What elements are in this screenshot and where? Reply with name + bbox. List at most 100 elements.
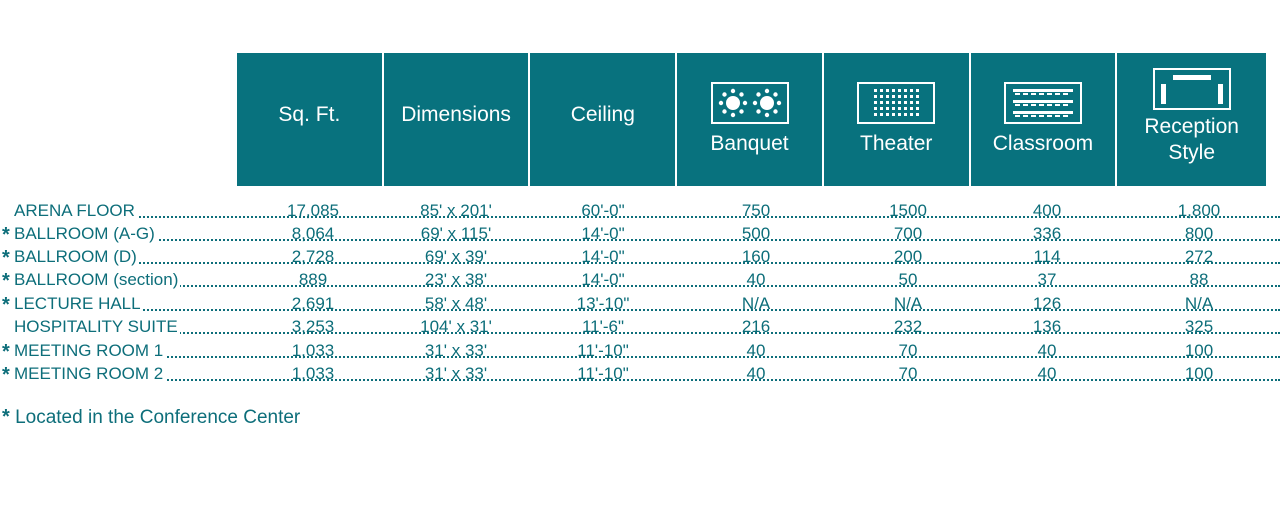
conference-center-asterisk: * bbox=[2, 270, 10, 292]
cell-value: 216 bbox=[741, 317, 771, 336]
header-banquet: Banquet bbox=[677, 53, 822, 186]
header-label: Theater bbox=[860, 131, 933, 155]
cell-value: 70 bbox=[898, 341, 918, 360]
room-name: ARENA FLOOR bbox=[14, 201, 137, 221]
header-label: Sq. Ft. bbox=[278, 102, 341, 126]
cell-value: 114 bbox=[1033, 247, 1061, 266]
cell-value: 40 bbox=[746, 270, 766, 289]
room-name: BALLROOM (section) bbox=[14, 270, 181, 290]
cell-value: 14'-0" bbox=[581, 224, 625, 243]
cell-value: 40 bbox=[1037, 341, 1057, 360]
cell-value: 700 bbox=[893, 224, 923, 243]
footnote: * Located in the Conference Center bbox=[2, 406, 300, 429]
cell-value: 11'-10" bbox=[577, 341, 629, 360]
cell-value: 1,033 bbox=[291, 364, 335, 383]
room-name: MEETING ROOM 2 bbox=[14, 364, 166, 384]
footnote-text: Located in the Conference Center bbox=[15, 407, 301, 428]
header-label: Reception Style bbox=[1144, 114, 1239, 164]
cell-value: 2,728 bbox=[291, 247, 335, 266]
cell-value: 88 bbox=[1189, 270, 1209, 289]
cell-value: 14'-0" bbox=[581, 247, 625, 266]
cell-value: 400 bbox=[1032, 201, 1062, 220]
cell-value: 136 bbox=[1032, 317, 1062, 336]
cell-value: 31' x 33' bbox=[424, 341, 488, 360]
table-row: *MEETING ROOM 2 1,033 31' x 33' 11'-10" 40 70… bbox=[0, 358, 1280, 386]
theater-seating-icon bbox=[857, 81, 936, 124]
table-row: ARENA FLOOR 17,085 85' x 201' 60'-0" 750 1500… bbox=[0, 195, 1280, 221]
header-ceiling: Ceiling bbox=[530, 53, 676, 186]
cell-value: 1,033 bbox=[291, 341, 335, 360]
cell-value: 8,064 bbox=[291, 224, 335, 243]
conference-center-asterisk: * bbox=[2, 341, 10, 363]
dotted-leader bbox=[128, 239, 1280, 241]
dotted-leader bbox=[128, 285, 1280, 287]
table-row: HOSPITALITY SUITE 3,253 104' x 31' 11'-6" 21… bbox=[0, 311, 1280, 337]
dotted-leader bbox=[128, 216, 1280, 218]
cell-value: 336 bbox=[1032, 224, 1062, 243]
cell-value: 17,085 bbox=[287, 201, 339, 220]
table-row: *BALLROOM (D) 2,728 69' x 39' 14'-0" 160 200 1… bbox=[0, 241, 1280, 269]
cell-value: 100 bbox=[1184, 341, 1214, 360]
cell-value: 50 bbox=[898, 270, 918, 289]
cell-value: 85' x 201' bbox=[420, 201, 492, 220]
header-classroom: Classroom bbox=[970, 53, 1116, 186]
table-row: *BALLROOM (A-G) 8,064 69' x 115' 14'-0" 500 7… bbox=[0, 218, 1280, 246]
dotted-leader bbox=[128, 309, 1280, 311]
header-sqft: Sq. Ft. bbox=[237, 53, 382, 186]
cell-value: 23' x 38' bbox=[424, 270, 488, 289]
cell-value: 500 bbox=[741, 224, 771, 243]
footnote-asterisk: * bbox=[2, 406, 10, 428]
cell-value: 126 bbox=[1032, 294, 1062, 313]
dotted-leader bbox=[128, 332, 1280, 334]
cell-value: 13'-10" bbox=[576, 294, 630, 313]
cell-value: 69' x 39' bbox=[424, 247, 488, 266]
header-dimensions: Dimensions bbox=[383, 53, 529, 186]
header-label: Dimensions bbox=[401, 102, 511, 126]
cell-value: N/A bbox=[893, 294, 923, 313]
conference-center-asterisk: * bbox=[2, 364, 10, 386]
cell-value: 800 bbox=[1184, 224, 1214, 243]
cell-value: 1500 bbox=[889, 201, 927, 220]
conference-center-asterisk: * bbox=[2, 224, 10, 246]
cell-value: 60'-0" bbox=[581, 201, 625, 220]
cell-value: 70 bbox=[898, 364, 918, 383]
dotted-leader bbox=[128, 356, 1280, 358]
cell-value: 40 bbox=[1037, 364, 1057, 383]
cell-value: 232 bbox=[893, 317, 923, 336]
cell-value: 14'-0" bbox=[581, 270, 625, 289]
conference-center-asterisk: * bbox=[2, 294, 10, 316]
classroom-tables-icon bbox=[1003, 81, 1082, 124]
cell-value: 272 bbox=[1184, 247, 1214, 266]
cell-value: 100 bbox=[1184, 364, 1214, 383]
round-tables-icon bbox=[710, 81, 789, 124]
cell-value: 160 bbox=[741, 247, 771, 266]
table-header: Sq. Ft. Dimensions Ceiling Banquet bbox=[237, 53, 1267, 186]
cell-value: 40 bbox=[746, 364, 766, 383]
cell-value: 69' x 115' bbox=[420, 224, 492, 243]
cell-value: 3,253 bbox=[291, 317, 335, 336]
room-name: BALLROOM (A-G) bbox=[14, 224, 157, 244]
cell-value: 37 bbox=[1037, 270, 1057, 289]
room-name: MEETING ROOM 1 bbox=[14, 341, 166, 361]
dotted-leader bbox=[128, 262, 1280, 264]
cell-value: 31' x 33' bbox=[424, 364, 488, 383]
room-name: HOSPITALITY SUITE bbox=[14, 317, 180, 337]
room-name: BALLROOM (D) bbox=[14, 247, 139, 267]
cell-value: 11'-6" bbox=[581, 317, 625, 336]
cell-value: 750 bbox=[741, 201, 771, 220]
cell-value: 2,691 bbox=[291, 294, 335, 313]
conference-center-asterisk: * bbox=[2, 247, 10, 269]
table-row: *MEETING ROOM 1 1,033 31' x 33' 11'-10" 40 70… bbox=[0, 335, 1280, 363]
header-theater: Theater bbox=[823, 53, 969, 186]
cell-value: N/A bbox=[1184, 294, 1214, 313]
cell-value: 11'-10" bbox=[577, 364, 629, 383]
header-label: Classroom bbox=[992, 131, 1094, 155]
header-reception-style: Reception Style bbox=[1117, 53, 1267, 186]
room-name: LECTURE HALL bbox=[14, 294, 143, 314]
header-label: Ceiling bbox=[570, 102, 635, 126]
cell-value: 104' x 31' bbox=[420, 317, 492, 336]
cell-value: 200 bbox=[893, 247, 923, 266]
cell-value: N/A bbox=[741, 294, 771, 313]
